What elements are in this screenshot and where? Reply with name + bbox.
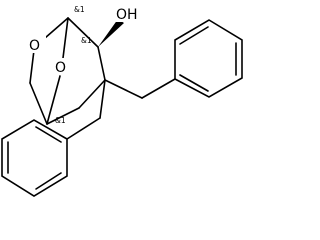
benzyl-lower bbox=[1, 79, 106, 197]
bond-obridge-c5 bbox=[46, 75, 61, 125]
stereo-label-carbinol: &1 bbox=[81, 36, 92, 45]
bond-c3-ch2-upper bbox=[104, 79, 143, 99]
phenyl-upper-double-1 bbox=[179, 26, 209, 45]
benzyl-upper bbox=[104, 19, 243, 99]
phenyl-lower-double-3 bbox=[35, 126, 62, 143]
bond-c3-ch2-lower bbox=[99, 79, 106, 119]
molecule-diagram: O O OH &1 &1 &1 bbox=[1, 5, 243, 197]
stereo-label-bridgehead-top: &1 bbox=[74, 5, 85, 14]
bond-c6-oring bbox=[29, 49, 35, 84]
bond-c5-c6 bbox=[29, 82, 48, 125]
bond-c4-c5 bbox=[46, 107, 80, 125]
stereo-label-bridgehead-bottom: &1 bbox=[55, 116, 66, 125]
hydroxyl-label: OH bbox=[116, 7, 138, 23]
wedge-bond-hydroxyl bbox=[98, 19, 124, 47]
ether-oxygen-label: O bbox=[29, 38, 40, 54]
bond-c2-c3 bbox=[97, 46, 106, 81]
bicyclic-core bbox=[29, 17, 106, 125]
phenyl-ring-lower bbox=[1, 119, 68, 197]
bond-c3-c4 bbox=[78, 79, 106, 109]
bond-oring-c1 bbox=[44, 17, 69, 39]
bond-c1-c2 bbox=[67, 17, 99, 48]
bond-ch2-ring-upper bbox=[141, 78, 176, 99]
phenyl-ring-upper bbox=[174, 19, 243, 98]
phenyl-upper-double-3 bbox=[179, 74, 209, 92]
phenyl-lower-double-2 bbox=[35, 172, 62, 190]
bridge-oxygen-label: O bbox=[55, 60, 66, 76]
bond-c1-obridge bbox=[62, 17, 69, 59]
bond-ch2-ring-lower bbox=[66, 117, 101, 140]
